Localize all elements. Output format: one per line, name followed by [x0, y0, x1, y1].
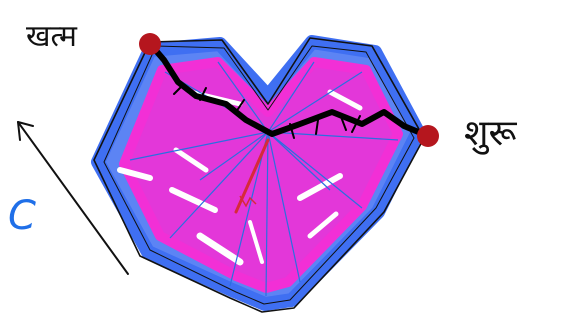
end-label: खत्म [26, 22, 77, 52]
start-point-dot [417, 125, 439, 147]
end-point-dot [139, 33, 161, 55]
start-label: शुरू [464, 116, 516, 152]
letter-c-label: C [8, 196, 36, 236]
